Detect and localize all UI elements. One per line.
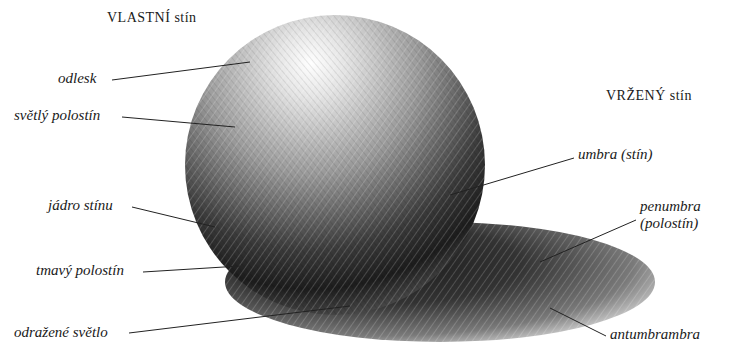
- part-label: odlesk: [58, 70, 96, 87]
- part-label: tmavý polostín: [36, 262, 124, 279]
- section-heading: VLASTNÍ stín: [107, 10, 197, 26]
- part-label: umbra (stín): [578, 146, 653, 163]
- part-label: světlý polostín: [14, 107, 100, 124]
- part-label: antumbrambra: [610, 326, 700, 343]
- part-label: odražené světlo: [14, 324, 108, 341]
- section-heading: VRŽENÝ stín: [606, 88, 692, 104]
- part-label: jádro stínu: [48, 197, 113, 214]
- part-label: penumbra (polostín): [640, 198, 720, 233]
